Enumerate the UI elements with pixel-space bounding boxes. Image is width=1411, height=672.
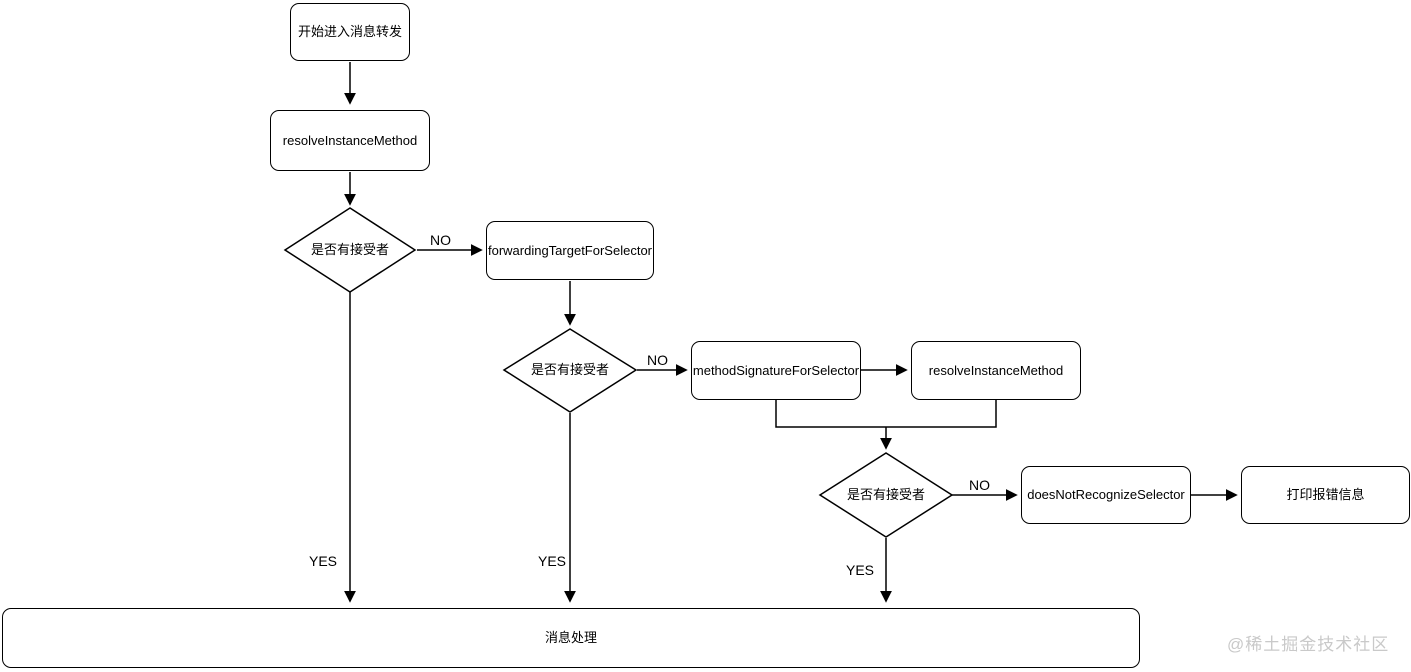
decision-label-has-receiver-3: 是否有接受者 bbox=[846, 487, 925, 502]
node-print-error-message: 打印报错信息 bbox=[1241, 466, 1410, 524]
edge-label-no-3: NO bbox=[967, 477, 992, 493]
edge-label-no-1: NO bbox=[428, 232, 453, 248]
decision-label-has-receiver-2: 是否有接受者 bbox=[530, 362, 609, 377]
decision-diamond-3 bbox=[818, 452, 954, 538]
juejin-watermark: @稀土掘金技术社区 bbox=[1227, 635, 1390, 654]
edge-label-yes-2: YES bbox=[536, 553, 569, 569]
edge-label-yes-1: YES bbox=[307, 553, 340, 569]
node-does-not-recognize-selector: doesNotRecognizeSelector bbox=[1021, 466, 1191, 524]
node-forwarding-target-for-selector: forwardingTargetForSelector bbox=[486, 221, 654, 280]
node-message-handling: 消息处理 bbox=[2, 608, 1140, 668]
node-resolve-instance-method-2: resolveInstanceMethod bbox=[911, 341, 1081, 400]
node-resolve-instance-method-1: resolveInstanceMethod bbox=[270, 110, 430, 171]
node-start: 开始进入消息转发 bbox=[290, 3, 410, 61]
decision-diamond-2 bbox=[502, 328, 638, 413]
decision-label-has-receiver-1: 是否有接受者 bbox=[310, 242, 389, 257]
edge-merge-connector bbox=[775, 400, 997, 428]
edge-label-no-2: NO bbox=[645, 352, 670, 368]
node-method-signature-for-selector: methodSignatureForSelector bbox=[691, 341, 861, 400]
decision-diamond-1 bbox=[283, 207, 417, 293]
edge-label-yes-3: YES bbox=[844, 562, 877, 578]
